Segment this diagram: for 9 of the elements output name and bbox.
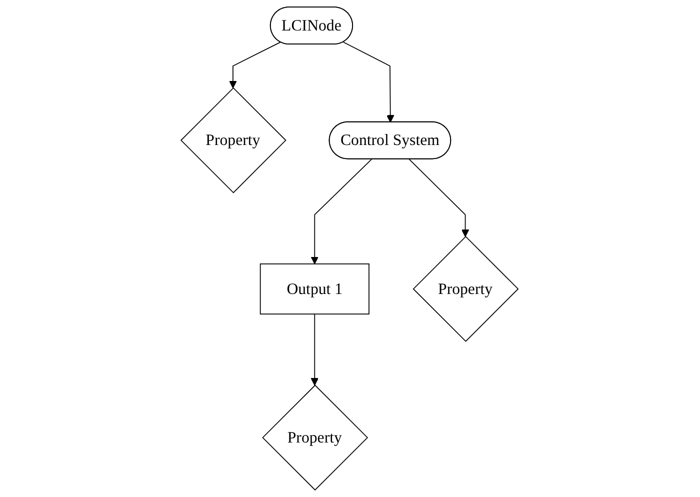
arrow <box>230 42 282 88</box>
node-diamond: Property <box>262 384 368 491</box>
arrow <box>311 314 319 386</box>
node-box: Output 1 <box>260 263 370 314</box>
arrow <box>409 158 470 237</box>
arrow <box>311 158 373 264</box>
node-diamond: Property <box>413 236 520 342</box>
arrow <box>343 42 395 123</box>
node-diamond: Property <box>180 87 287 194</box>
